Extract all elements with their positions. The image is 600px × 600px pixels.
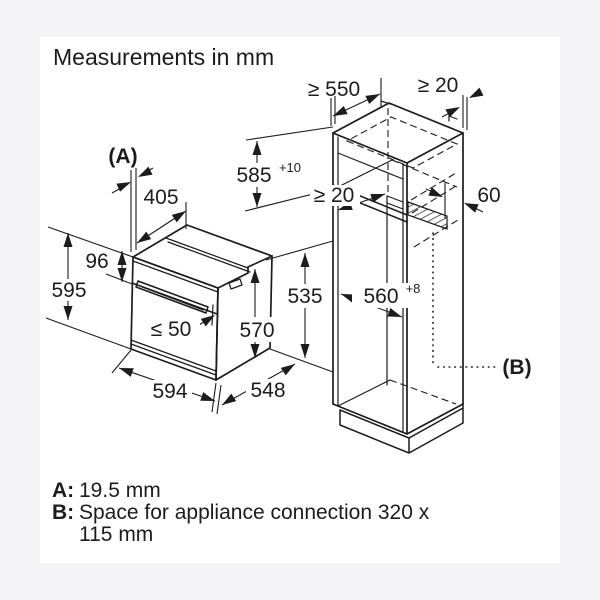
legend-a-value: 19.5 mm [79, 479, 161, 502]
dim-label-594: 594 [152, 380, 187, 403]
page-title: Measurements in mm [53, 44, 274, 70]
dim-label-ge550: ≥ 550 [308, 78, 360, 101]
legend-b-value-line2: 115 mm [79, 523, 153, 546]
dim-label-585-tolerance: +10 [279, 160, 301, 175]
dim-label-560: 560 [363, 285, 398, 308]
dim-label-595: 595 [51, 279, 86, 302]
legend-a-key: A: [52, 479, 74, 502]
dim-label-570: 570 [239, 319, 274, 342]
legend-b-value-line1: Space for appliance connection 320 x [79, 501, 430, 524]
dim-label-le50: ≤ 50 [151, 318, 192, 341]
dim-label-b: (B) [502, 356, 531, 379]
connection-space-hatch [407, 201, 448, 230]
legend-b-key: B: [52, 501, 74, 524]
dim-label-ge20-mid: ≥ 20 [314, 184, 355, 207]
dim-label-548: 548 [250, 379, 285, 402]
oven-drawing [130, 224, 273, 381]
dim-label-585: 585 [236, 164, 271, 187]
label-masks [50, 163, 424, 402]
dim-label-a: (A) [108, 145, 137, 168]
dim-label-60: 60 [477, 184, 500, 207]
dim-label-96: 96 [85, 250, 108, 273]
legend: A: 19.5 mm B: Space for appliance connec… [52, 479, 430, 546]
dim-label-ge20-top: ≥ 20 [418, 74, 459, 97]
dim-label-405: 405 [143, 186, 178, 209]
dim-label-535: 535 [287, 285, 322, 308]
dim-label-560-tolerance: +8 [406, 281, 421, 296]
